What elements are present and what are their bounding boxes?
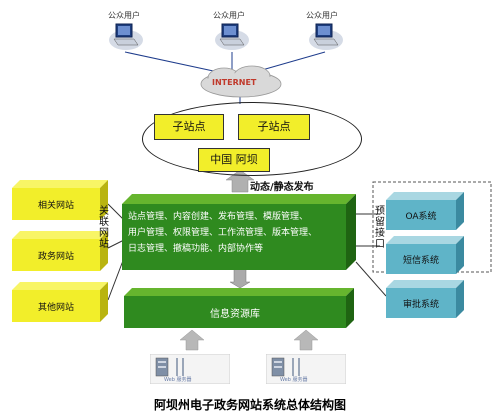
user-label: 公众用户 [108,11,140,20]
function-line: 日志管理、撤稿功能、内部协作等 [128,244,264,254]
reserve-interface-label: 预留接口 [375,206,385,250]
server-icon [150,354,230,384]
sub-site-box: 子站点 [154,114,224,140]
cube-shape [386,280,464,318]
right-system-label: OA系统 [405,211,437,222]
computer-icon [109,23,143,50]
internet-label: INTERNET [212,78,257,87]
left-site-label: 政务网站 [37,251,74,262]
info-db-label: 信息资源库 [210,308,260,320]
center-function-list: 站点管理、内容创建、发布管理、模版管理、 用户管理、权限管理、工作流管理、版本管… [128,209,342,257]
cube-shape [386,236,464,274]
user-label: 公众用户 [306,11,338,20]
left-site-label: 相关网站 [37,200,74,211]
server-icon [266,354,346,384]
right-system-label: 短信系统 [402,255,439,266]
user-label: 公众用户 [213,11,245,20]
cube-shape [386,192,464,230]
server-label: Web 服务器 [164,377,192,383]
function-line: 用户管理、权限管理、工作流管理、版本管理、 [128,228,318,238]
cube-shape [12,282,108,322]
sub-site-box: 子站点 [238,114,310,140]
center-cube-shape [122,194,356,270]
main-site-box: 中国 阿坝 [198,148,270,172]
computer-icon [215,23,249,50]
publish-label: 动态/静态发布 [250,182,314,193]
function-line: 站点管理、内容创建、发布管理、模版管理、 [128,212,309,222]
site-cluster-ellipse [142,102,362,176]
left-site-label: 其他网站 [37,302,74,313]
cube-shape [12,231,108,271]
link-label: 关联网站 [99,206,109,250]
server-label: Web 服务器 [280,377,308,383]
right-system-label: 审批系统 [402,299,439,310]
cloud-icon [200,65,282,98]
cube-shape [12,180,108,220]
info-db-cube-shape [124,288,354,328]
diagram-caption: 阿坝州电子政务网站系统总体结构图 [153,398,346,412]
computer-icon [309,23,343,50]
